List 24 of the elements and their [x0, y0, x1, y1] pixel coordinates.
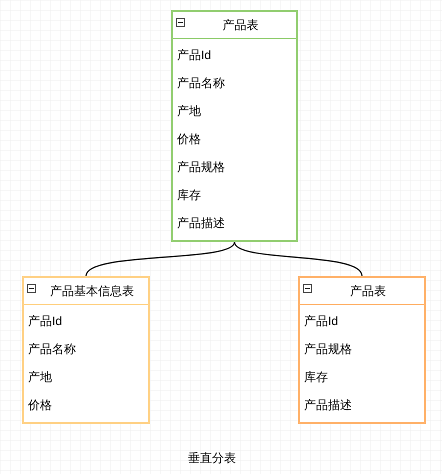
table-title: 产品表 — [222, 17, 258, 34]
table-field: 价格 — [28, 396, 52, 414]
table-title: 产品基本信息表 — [49, 283, 134, 300]
table-field: 产品Id — [177, 46, 212, 64]
table-field: 产品Id — [28, 312, 62, 330]
table-field: 产品名称 — [28, 340, 76, 358]
table-field: 产品名称 — [177, 74, 225, 92]
table-field: 库存 — [304, 368, 328, 386]
connector-curve — [85, 242, 235, 276]
table-field: 价格 — [177, 130, 201, 148]
table-box — [22, 276, 150, 424]
table-field: 产品描述 — [304, 396, 352, 414]
table-box — [298, 276, 426, 424]
table-field: 产品规格 — [304, 340, 352, 358]
table-field: 产品Id — [304, 312, 338, 330]
caption-text: 垂直分表 — [188, 450, 236, 467]
connector-curve — [234, 242, 363, 276]
table-field: 库存 — [177, 186, 201, 204]
table-field: 产品描述 — [177, 214, 225, 232]
table-box — [171, 10, 298, 242]
table-field: 产地 — [177, 102, 201, 120]
table-title: 产品表 — [349, 283, 386, 300]
table-field: 产地 — [28, 368, 52, 386]
table-field: 产品规格 — [177, 158, 225, 176]
